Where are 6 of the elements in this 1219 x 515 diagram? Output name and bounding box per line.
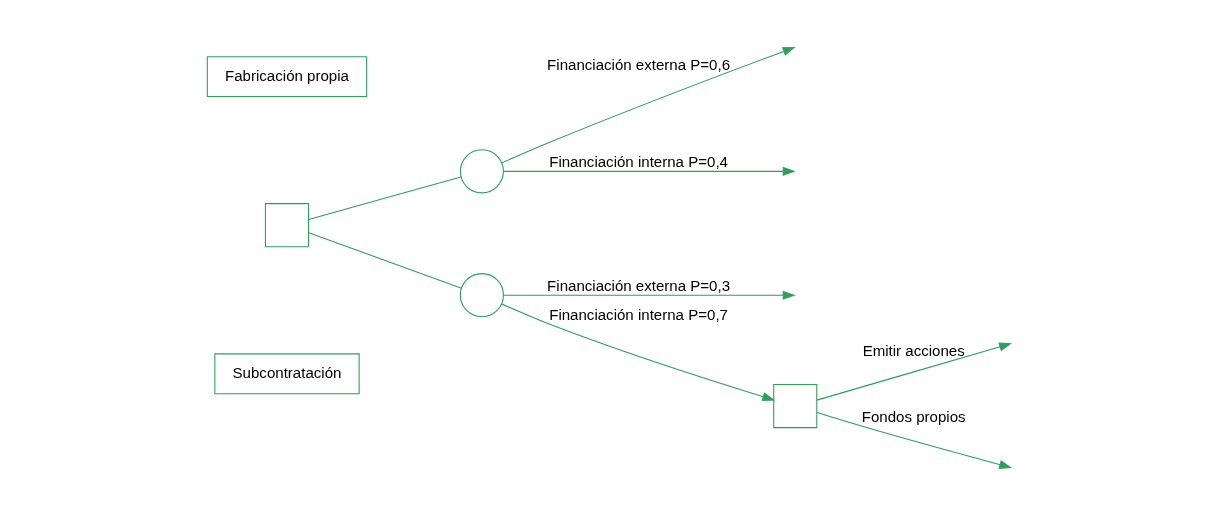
- edge-label: Emitir acciones: [862, 341, 965, 359]
- edge-label: Fondos propios: [861, 408, 966, 426]
- edge-label: Financiación externa P=0,6: [547, 56, 731, 74]
- edge-label: Financiación interna P=0,4: [549, 153, 728, 171]
- edge-label: Financiación externa P=0,3: [547, 277, 731, 295]
- edge-label: Financiación interna P=0,7: [549, 306, 728, 324]
